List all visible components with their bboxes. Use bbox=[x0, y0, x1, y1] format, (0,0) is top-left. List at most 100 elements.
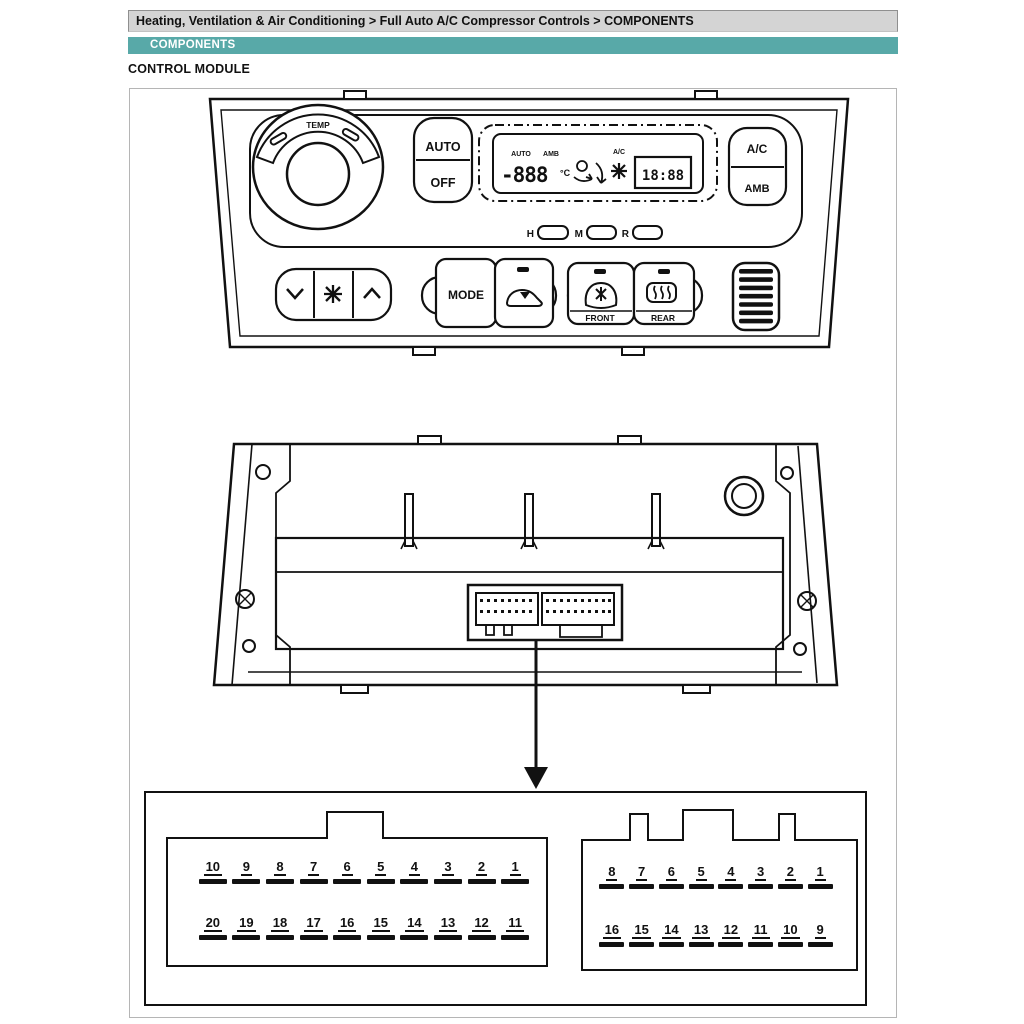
faceplate-outline bbox=[249, 114, 803, 248]
right-connector-keying-tab bbox=[629, 813, 649, 841]
pin-contact bbox=[366, 879, 395, 884]
pin: 16 bbox=[330, 916, 364, 940]
pin-contact bbox=[718, 884, 744, 889]
front-defrost-led bbox=[594, 269, 606, 274]
pin: 2 bbox=[776, 865, 806, 889]
pin-number: 1 bbox=[509, 859, 521, 876]
recirculation-car-icon bbox=[505, 288, 543, 307]
lcd-auto-indicator: AUTO bbox=[511, 151, 531, 158]
rear-defrost-led bbox=[658, 269, 670, 274]
pin-contact bbox=[629, 884, 655, 889]
recirculation-arrow-icon bbox=[520, 292, 530, 299]
fan-speed-cluster bbox=[274, 267, 393, 322]
pin-contact bbox=[400, 879, 429, 884]
temp-arrow-right bbox=[341, 128, 360, 142]
temp-arc-band bbox=[255, 113, 381, 165]
rear-defrost-button bbox=[632, 261, 696, 326]
rear-connector-left-cavity bbox=[475, 592, 539, 626]
mount-tab bbox=[340, 684, 369, 694]
pin: 12 bbox=[716, 923, 746, 947]
screw-hole bbox=[242, 639, 256, 653]
pin: 8 bbox=[263, 860, 297, 884]
reset-set-label: R bbox=[622, 229, 630, 240]
mount-tab bbox=[682, 684, 711, 694]
pin-contact bbox=[265, 879, 294, 884]
pin-contact bbox=[777, 942, 803, 947]
pin-number: 4 bbox=[408, 859, 420, 876]
pin-number: 3 bbox=[755, 864, 767, 881]
front-defrost-label: FRONT bbox=[585, 313, 615, 323]
pin-number: 6 bbox=[341, 859, 353, 876]
pin-contact bbox=[807, 884, 833, 889]
ac-button-label: A/C bbox=[747, 142, 768, 156]
auto-off-buttons bbox=[412, 116, 474, 204]
mode-button-label: MODE bbox=[448, 288, 484, 302]
temp-knob bbox=[251, 103, 385, 231]
pin-number: 5 bbox=[375, 859, 387, 876]
pin: 4 bbox=[398, 860, 432, 884]
fan-icon bbox=[324, 285, 342, 303]
left-connector-keying-tab bbox=[326, 811, 384, 839]
pin: 15 bbox=[364, 916, 398, 940]
right-connector-keying-tab bbox=[682, 809, 734, 841]
pin-number: 4 bbox=[725, 864, 737, 881]
lcd-ac-indicator: A/C bbox=[613, 149, 625, 156]
mount-tab bbox=[343, 90, 367, 100]
pin-number: 10 bbox=[781, 922, 800, 939]
pin-number: 15 bbox=[632, 922, 651, 939]
pin-contact bbox=[232, 879, 261, 884]
pin: 2 bbox=[465, 860, 499, 884]
pinout-left-connector bbox=[166, 837, 548, 967]
pin-contact bbox=[718, 942, 744, 947]
pin-number: 7 bbox=[307, 859, 320, 876]
pin: 19 bbox=[230, 916, 264, 940]
pin: 9 bbox=[230, 860, 264, 884]
minute-set-button bbox=[586, 225, 617, 240]
right-connector-keying-tab bbox=[778, 813, 796, 841]
rear-connector bbox=[466, 583, 624, 642]
pin-number: 5 bbox=[695, 864, 707, 881]
pin-number: 7 bbox=[636, 864, 648, 881]
rear-defrost-window-icon bbox=[646, 282, 677, 303]
mount-tab bbox=[417, 435, 442, 445]
pin-number: 12 bbox=[472, 915, 491, 932]
round-port-inner bbox=[731, 483, 757, 509]
fan-up-chevron-icon bbox=[363, 287, 381, 299]
pin: 3 bbox=[431, 860, 465, 884]
pin-number: 1 bbox=[814, 864, 826, 881]
rear-connector-pins bbox=[480, 599, 611, 613]
breadcrumb[interactable]: Heating, Ventilation & Air Conditioning … bbox=[128, 10, 898, 32]
rear-connector-right-cavity bbox=[541, 592, 615, 626]
lcd-amb-indicator: AMB bbox=[543, 151, 559, 158]
pin-contact bbox=[232, 935, 261, 940]
lcd-display bbox=[478, 124, 718, 202]
off-button-label: OFF bbox=[431, 176, 456, 190]
rear-defrost-label: REAR bbox=[651, 313, 675, 323]
pin-number: 10 bbox=[203, 859, 223, 876]
pin-contact bbox=[467, 935, 496, 940]
pin-contact bbox=[777, 884, 803, 889]
pin-number: 6 bbox=[665, 864, 677, 881]
pin: 7 bbox=[627, 865, 657, 889]
pin-contact bbox=[599, 942, 625, 947]
pin: 10 bbox=[776, 923, 806, 947]
clock-box bbox=[633, 155, 693, 190]
mount-tab bbox=[621, 346, 645, 356]
pin: 14 bbox=[657, 923, 687, 947]
mount-tab bbox=[617, 435, 642, 445]
clock-set-buttons bbox=[537, 225, 663, 240]
pin-contact bbox=[501, 879, 530, 884]
mounting-prongs bbox=[400, 493, 665, 550]
pin-contact bbox=[467, 879, 496, 884]
pin-number: 19 bbox=[237, 915, 256, 932]
screw-hole-crossed bbox=[797, 591, 817, 611]
screw-hole bbox=[255, 464, 271, 480]
front-defrost-windshield-icon bbox=[584, 281, 618, 309]
control-module-figure: TEMP AUTO OFF AUTO A bbox=[129, 88, 897, 1018]
pin: 13 bbox=[431, 916, 465, 940]
section-banner: COMPONENTS bbox=[128, 37, 898, 54]
pin-number: 17 bbox=[304, 915, 323, 932]
